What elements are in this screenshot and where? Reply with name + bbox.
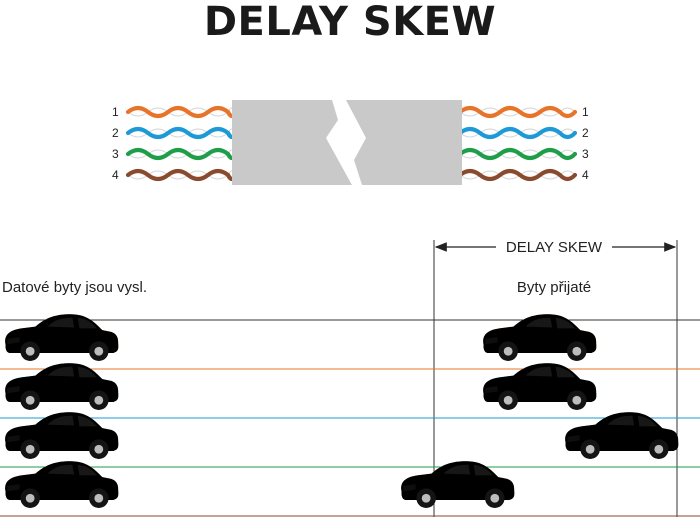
car-sent <box>5 314 119 361</box>
left-pin-labels: 1 2 3 4 <box>112 105 119 182</box>
car-received <box>565 412 679 459</box>
car-received <box>483 363 597 410</box>
lane-3 <box>0 412 700 468</box>
twisted-pair-cable: 1 2 3 4 1 2 3 4 <box>112 100 589 185</box>
delay-skew-timing-diagram: DELAY SKEW Datové byty jsou vysl. Byty p… <box>0 239 700 517</box>
left-pin-label: 1 <box>112 105 119 119</box>
right-pin-label: 3 <box>582 147 589 161</box>
cable-jacket-left <box>232 100 352 185</box>
car-sent <box>5 461 119 508</box>
pair-4-left-wires <box>125 168 239 182</box>
left-pin-label: 3 <box>112 147 119 161</box>
car-sent <box>5 412 119 459</box>
page-title: DELAY SKEW <box>203 0 497 45</box>
right-pin-label: 4 <box>582 168 589 182</box>
cable-jacket-right <box>346 100 462 185</box>
lane-2 <box>0 363 700 419</box>
skew-dimension: DELAY SKEW <box>433 239 678 517</box>
pair-2-left-wires <box>125 126 239 140</box>
right-wire-ends <box>457 105 578 182</box>
pair-3-right-wires <box>457 147 578 161</box>
pair-2-right-wires <box>457 126 578 140</box>
pair-1-right-wires <box>457 105 578 119</box>
right-pin-label: 1 <box>582 105 589 119</box>
sent-label: Datové byty jsou vysl. <box>2 279 147 296</box>
right-pin-label: 2 <box>582 126 589 140</box>
pair-4-right-wires <box>457 168 578 182</box>
received-label: Byty přijaté <box>517 279 591 296</box>
cable-jacket <box>232 100 462 185</box>
skew-label: DELAY SKEW <box>506 239 603 256</box>
car-received <box>483 314 597 361</box>
left-wire-ends <box>125 105 239 182</box>
right-pin-labels: 1 2 3 4 <box>582 105 589 182</box>
pair-1-left-wires <box>125 105 239 119</box>
lanes <box>0 314 700 517</box>
car-received <box>401 461 515 508</box>
pair-3-left-wires <box>125 147 239 161</box>
left-pin-label: 4 <box>112 168 119 182</box>
lane-1 <box>0 314 700 370</box>
lane-4 <box>0 461 700 517</box>
left-pin-label: 2 <box>112 126 119 140</box>
car-sent <box>5 363 119 410</box>
